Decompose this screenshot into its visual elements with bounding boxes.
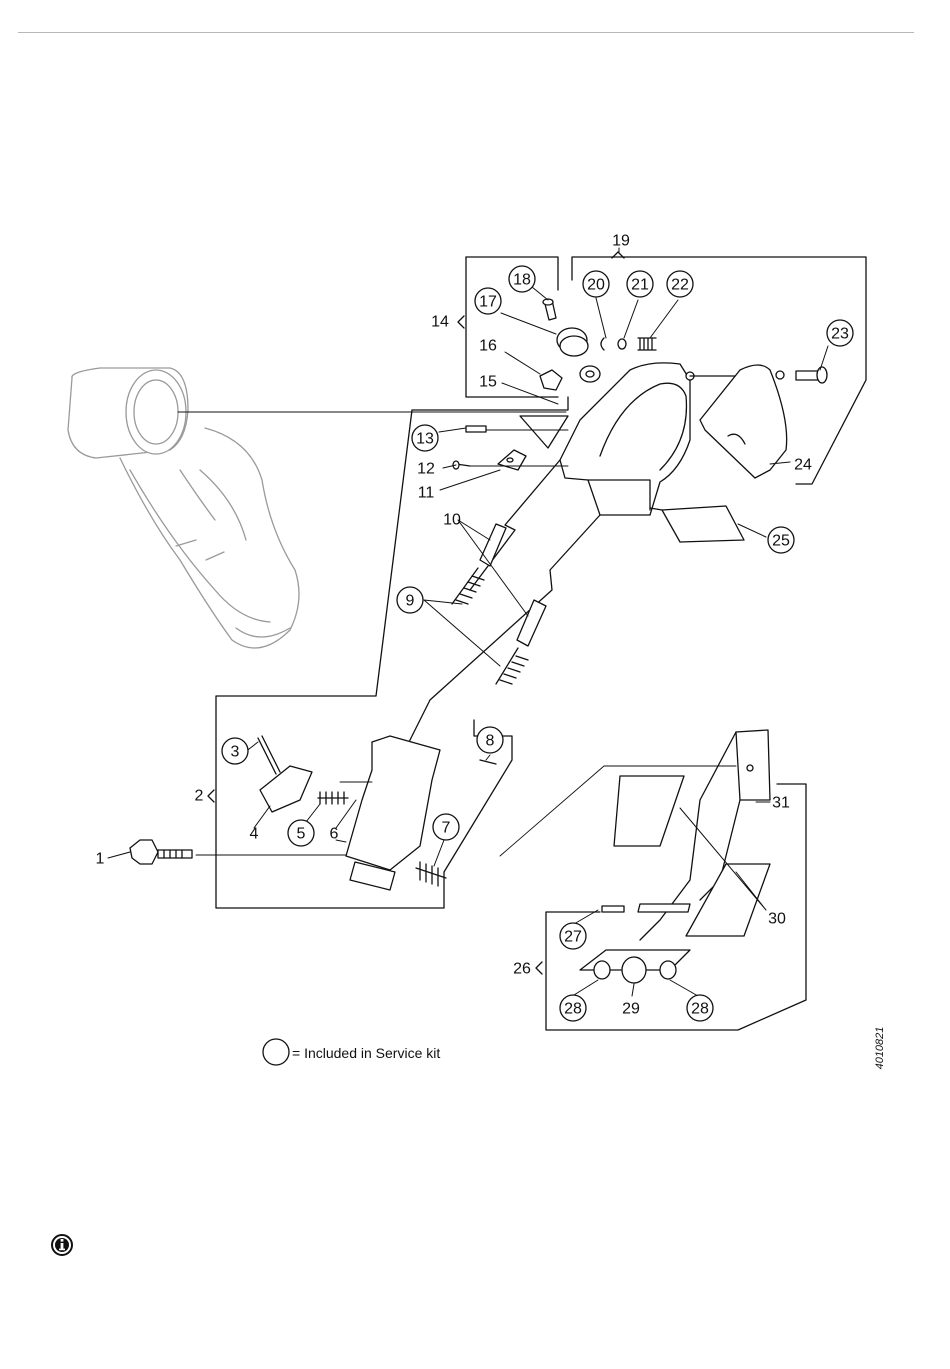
label-8: 8	[486, 733, 495, 750]
label-31: 31	[772, 795, 790, 812]
label-26: 26	[513, 961, 531, 978]
label-27: 27	[564, 929, 582, 946]
pin-23-drawing	[796, 367, 827, 383]
pins-springs	[452, 524, 546, 684]
bracket-outline	[216, 257, 866, 908]
lower-assembly	[580, 730, 770, 983]
label-30: 30	[768, 911, 786, 928]
knob-drawing	[540, 299, 600, 390]
label-28-right: 28	[691, 1001, 709, 1018]
label-21: 21	[631, 277, 649, 294]
nut-bolt	[130, 840, 192, 864]
label-5: 5	[297, 826, 306, 843]
label-3: 3	[231, 744, 240, 761]
label-9: 9	[406, 593, 415, 610]
small-parts-top	[601, 338, 656, 350]
label-1: 1	[96, 851, 105, 868]
label-24: 24	[794, 457, 812, 474]
document-number: 4010821	[874, 1027, 886, 1070]
label-17: 17	[479, 294, 497, 311]
trigger-assembly	[258, 736, 496, 890]
plate-drawing	[662, 506, 744, 542]
label-29: 29	[622, 1001, 640, 1018]
label-28-left: 28	[564, 1001, 582, 1018]
label-18: 18	[513, 272, 531, 289]
cover-drawing	[690, 365, 787, 478]
label-25: 25	[772, 533, 790, 550]
label-11: 11	[418, 485, 435, 502]
legend-circle	[263, 1039, 289, 1065]
small-parts-mid	[453, 426, 526, 470]
arm-drawing	[400, 460, 600, 760]
label-22: 22	[671, 277, 689, 294]
legend-text: = Included in Service kit	[292, 1045, 440, 1061]
label-15: 15	[479, 374, 497, 391]
label-23: 23	[831, 326, 849, 343]
label-16: 16	[479, 338, 497, 355]
label-20: 20	[587, 277, 605, 294]
label-14: 14	[431, 314, 449, 331]
label-13: 13	[416, 431, 434, 448]
label-2: 2	[195, 788, 204, 805]
label-10: 10	[443, 512, 461, 529]
label-7: 7	[442, 820, 451, 837]
label-6: 6	[330, 826, 339, 843]
brace-ticks	[208, 252, 624, 974]
info-icon	[50, 1233, 74, 1257]
label-4: 4	[250, 826, 259, 843]
handle-drawing	[68, 368, 299, 648]
label-12: 12	[417, 461, 435, 478]
label-19: 19	[612, 233, 630, 250]
